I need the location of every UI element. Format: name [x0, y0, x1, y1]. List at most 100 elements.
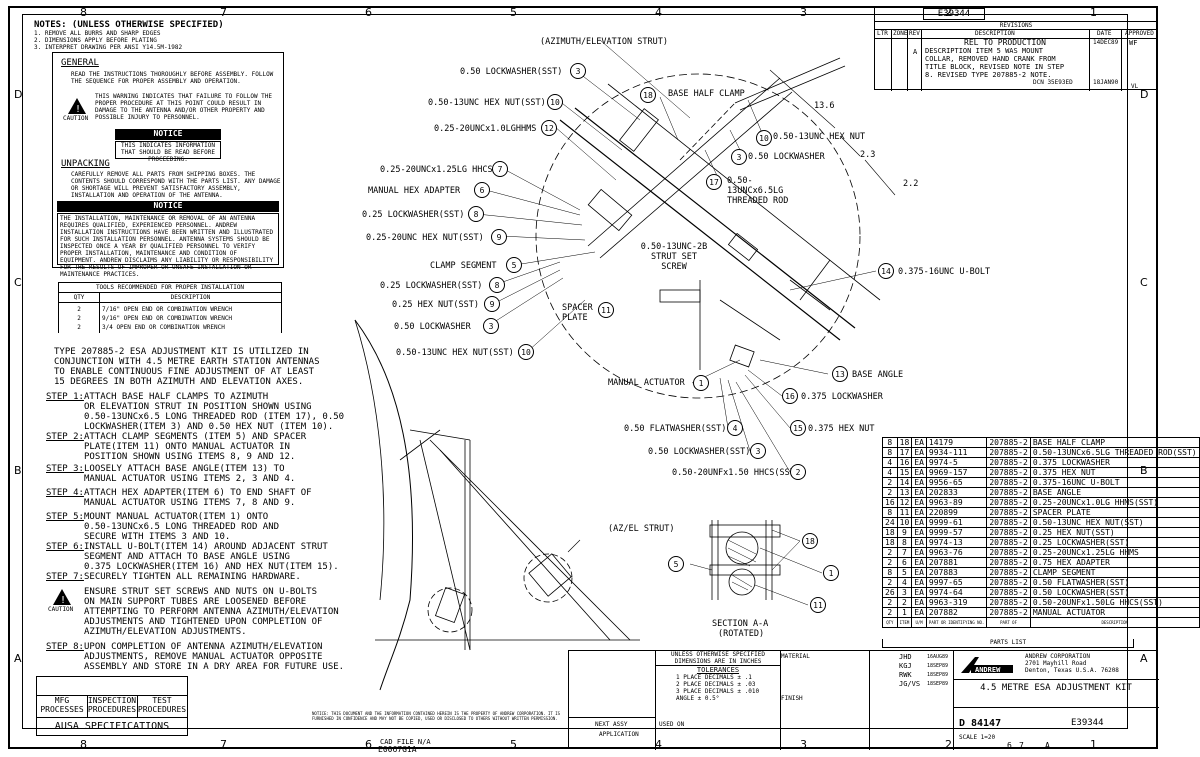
- rev-row1-desc: REL TO PRODUCTION: [964, 38, 1046, 47]
- zone-bottom-2: 2: [945, 738, 952, 751]
- code-ident: 84147: [971, 718, 1002, 729]
- notice-banner: NOTICE: [115, 129, 221, 140]
- general-box: GENERAL READ THE INSTRUCTIONS THOROUGHLY…: [52, 52, 284, 278]
- zone-bottom-6: 6: [365, 738, 372, 751]
- step-label: STEP 8:: [46, 642, 84, 652]
- callout-spacer-plate: SPACER PLATE: [562, 303, 593, 323]
- bubble-sec-18: 18: [802, 533, 818, 549]
- zone-top-2: 2: [945, 6, 952, 19]
- notice2-text: THE INSTALLATION, MAINTENANCE OR REMOVAL…: [57, 213, 279, 278]
- specs-test: TEST PROCEDURES: [137, 695, 187, 718]
- zone-top-1: 1: [1090, 6, 1097, 19]
- unpacking-text: CAREFULLY REMOVE ALL PARTS FROM SHIPPING…: [71, 171, 281, 199]
- intro-text: TYPE 207885-2 ESA ADJUSTMENT KIT IS UTIL…: [54, 347, 320, 387]
- bubble-17: 17: [706, 174, 722, 190]
- callout-ubolt: 0.375-16UNC U-BOLT: [898, 267, 991, 277]
- bubble-16: 16: [782, 388, 798, 404]
- zone-left-D: D: [14, 88, 23, 101]
- step-label: STEP 4:: [46, 488, 84, 498]
- callout-left-11: 0.50 LOCKWASHER: [394, 322, 471, 332]
- step-label: STEP 6:: [46, 542, 84, 552]
- notice2-banner: NOTICE: [57, 201, 279, 212]
- tolerance-box: UNLESS OTHERWISE SPECIFIED DIMENSIONS AR…: [655, 651, 781, 750]
- rev-row2-dcn: DCN 35E93ED: [1033, 79, 1073, 86]
- callout-hhcs: 0.50-20UNFx1.50 HHCS(SST): [672, 468, 800, 478]
- bubble-18: 18: [640, 87, 656, 103]
- step-label: STEP 5:: [46, 512, 84, 522]
- rev-row1-date: 14DEC89: [1093, 39, 1119, 46]
- svg-text:ANDREW: ANDREW: [975, 666, 1001, 674]
- title-block: UNLESS OTHERWISE SPECIFIED DIMENSIONS AR…: [568, 650, 1159, 750]
- callout-azel-strut: (AZ/EL STRUT): [608, 524, 675, 534]
- rev-row2-date: 18JAN90: [1093, 79, 1119, 86]
- callout-set-screw: 0.50-13UNC-2B STRUT SET SCREW: [640, 242, 708, 272]
- caution-step7-icon: !: [52, 588, 72, 610]
- callout-strut: (AZIMUTH/ELEVATION STRUT): [540, 37, 668, 47]
- caution-icon: !: [67, 97, 87, 119]
- finish-label: FINISH: [781, 695, 803, 702]
- tools-table: TOOLS RECOMMENDED FOR PROPER INSTALLATIO…: [58, 282, 282, 333]
- svg-text:!: !: [60, 595, 66, 606]
- notes-line: 3. INTERPRET DRAWING PER ANSI Y14.5M-198…: [34, 44, 183, 51]
- notice-text: THIS INDICATES INFORMATION THAT SHOULD B…: [115, 141, 221, 163]
- bubble-3: 3: [570, 63, 586, 79]
- callout-hexnut-375: 0.375 HEX NUT: [808, 424, 875, 434]
- callout-hex-nut-right: 0.50-13UNC HEX NUT: [773, 132, 866, 142]
- callout-left-1: 0.50 LOCKWASHER(SST): [460, 67, 563, 77]
- bubble-5: 5: [506, 257, 522, 273]
- bubble-6: 6: [474, 182, 490, 198]
- notes-line: 1. REMOVE ALL BURRS AND SHARP EDGES: [34, 30, 161, 37]
- bubble-7: 7: [492, 161, 508, 177]
- caution-text: THIS WARNING INDICATES THAT FAILURE TO F…: [95, 93, 273, 121]
- tolerance-lines: 1 PLACE DECIMALS ± .1 2 PLACE DECIMALS ±…: [676, 674, 760, 702]
- next-assy-label: NEXT ASSY: [595, 721, 628, 728]
- rev-row1-appr: WF: [1129, 39, 1138, 47]
- callout-manual-actuator: MANUAL ACTUATOR: [608, 378, 685, 388]
- zone-left-A: A: [14, 652, 22, 665]
- callout-left-3: 0.25-20UNCx1.0LGHHMS: [434, 124, 537, 134]
- bubble-3-lower: 3: [750, 443, 766, 459]
- bubble-15: 15: [790, 420, 806, 436]
- bubble-11: 11: [598, 302, 614, 318]
- step-label: STEP 1:: [46, 392, 84, 402]
- scale: SCALE 1=20: [959, 734, 996, 741]
- dim-2-3: 2.3: [860, 150, 876, 160]
- zone-right-D: D: [1140, 88, 1149, 101]
- bubble-10: 10: [547, 94, 563, 110]
- bubble-2: 2: [790, 464, 806, 480]
- drawing-number: E39344: [1071, 718, 1104, 728]
- material-label: MATERIAL: [781, 653, 810, 660]
- bubble-1: 1: [693, 375, 709, 391]
- zone-top-8: 8: [80, 6, 87, 19]
- used-on-label: USED ON: [659, 721, 685, 728]
- bubble-3-right: 3: [731, 149, 747, 165]
- dim-2-2: 2.2: [903, 179, 919, 189]
- specs-title: AUSA SPECIFICATIONS: [37, 717, 187, 736]
- zone-right-C: C: [1140, 276, 1148, 289]
- zone-top-6: 6: [365, 6, 372, 19]
- proprietary-notice: NOTICE: THIS DOCUMENT AND THE INFORMATIO…: [312, 711, 561, 721]
- zone-top-4: 4: [655, 6, 662, 19]
- callout-flatwasher: 0.50 FLATWASHER(SST): [624, 424, 727, 434]
- dim-13-6: 13.6: [814, 101, 835, 111]
- callout-left-12: 0.50-13UNC HEX NUT(SST): [396, 348, 514, 358]
- tools-header-desc: DESCRIPTION: [99, 292, 282, 303]
- zone-bottom-8: 8: [80, 738, 87, 751]
- bubble-sec-11: 11: [810, 597, 826, 613]
- section-a-a: SECTION A-A: [712, 619, 769, 629]
- callout-lockwasher-375: 0.375 LOCKWASHER: [801, 392, 883, 402]
- rev-drawing-no: E39344: [923, 8, 985, 20]
- zone-left-B: B: [14, 464, 22, 477]
- notes-lines: 1. REMOVE ALL BURRS AND SHARP EDGES 2. D…: [34, 30, 204, 51]
- revision-letter: A: [1045, 741, 1050, 750]
- bubble-3: 3: [483, 318, 499, 334]
- zone-bottom-1: 1: [1090, 738, 1097, 751]
